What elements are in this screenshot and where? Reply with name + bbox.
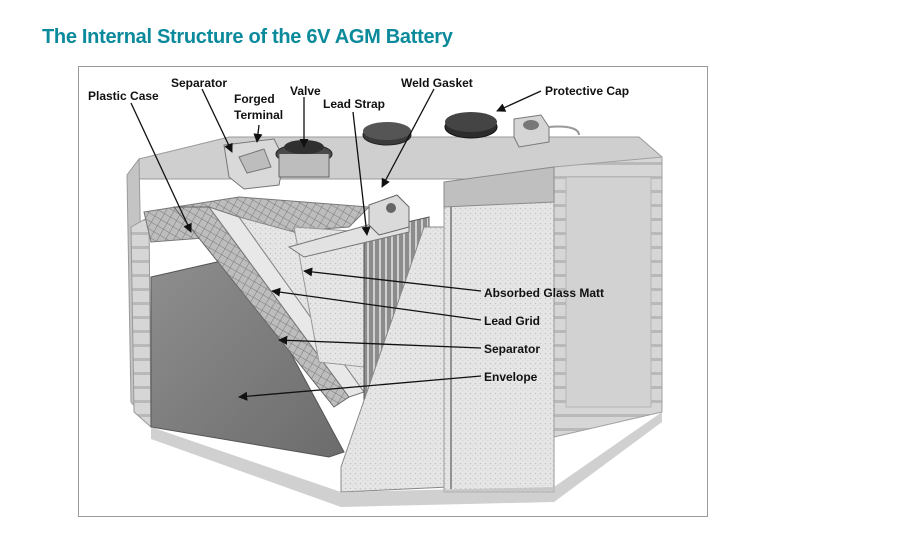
battery-illustration xyxy=(126,88,663,507)
label-separator-top: Separator xyxy=(171,76,228,90)
label-weld-gasket: Weld Gasket xyxy=(401,76,473,90)
battery-cutaway-figure: Plastic Case Separator Forged Terminal V… xyxy=(78,66,708,517)
label-envelope: Envelope xyxy=(484,370,538,384)
label-protective-cap: Protective Cap xyxy=(545,84,630,98)
label-lead-strap: Lead Strap xyxy=(323,97,386,111)
label-plastic-case: Plastic Case xyxy=(88,89,159,103)
label-forged-terminal-line1: Forged xyxy=(234,92,275,106)
diagram-title: The Internal Structure of the 6V AGM Bat… xyxy=(42,26,453,48)
label-absorbed-glass-matt: Absorbed Glass Matt xyxy=(484,286,605,300)
label-valve: Valve xyxy=(290,84,321,98)
label-lead-grid: Lead Grid xyxy=(484,314,541,328)
label-separator-right: Separator xyxy=(484,342,541,356)
label-forged-terminal-line2: Terminal xyxy=(234,108,284,122)
